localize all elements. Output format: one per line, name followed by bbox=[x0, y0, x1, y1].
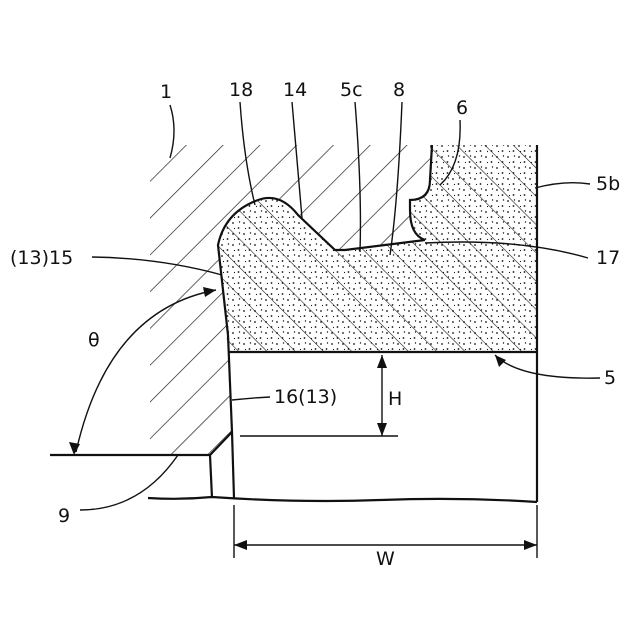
label-dimension-H: H bbox=[388, 388, 402, 410]
label-dimension-W: W bbox=[376, 548, 395, 570]
label-ref-18: 18 bbox=[229, 79, 253, 101]
label-ref-5: 5 bbox=[604, 367, 616, 389]
label-ref-6: 6 bbox=[456, 97, 468, 119]
label-ref-9: 9 bbox=[58, 505, 70, 527]
label-ref-13-15: (13)15 bbox=[10, 247, 73, 269]
label-theta: θ bbox=[88, 329, 100, 351]
label-ref-5c: 5c bbox=[340, 79, 363, 101]
label-ref-17: 17 bbox=[596, 247, 620, 269]
label-ref-8: 8 bbox=[393, 79, 405, 101]
label-ref-5b: 5b bbox=[596, 173, 620, 195]
label-ref-1: 1 bbox=[160, 81, 172, 103]
label-ref-16-13: 16(13) bbox=[274, 386, 337, 408]
label-ref-14: 14 bbox=[283, 79, 307, 101]
